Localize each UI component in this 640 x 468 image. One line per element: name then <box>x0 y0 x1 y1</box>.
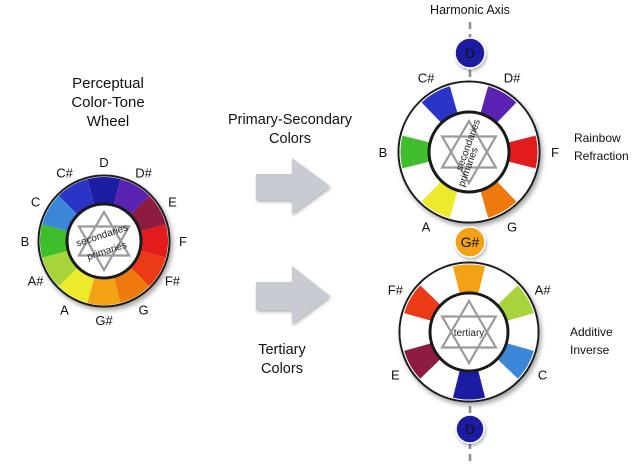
wheel-title-line-1: Perceptual <box>72 75 144 92</box>
rainbow-wheel-hexagram-down-triangle <box>440 135 498 186</box>
main-wheel-segment-g <box>113 267 150 303</box>
main-wheel-segment-d <box>87 177 121 206</box>
tertiary-line-2: Colors <box>261 361 303 377</box>
wheel-title-line-2: Color-Tone <box>71 94 144 111</box>
additive-wheel-label-c: C <box>538 368 547 383</box>
rainbow-wheel-inner-circle <box>427 110 511 194</box>
main-wheel-segment-b <box>39 224 69 258</box>
primary-secondary-line-2: Colors <box>269 131 311 147</box>
main-wheel-segment-d-sharp <box>113 179 150 215</box>
main-wheel-hexagram-up-triangle <box>76 209 132 257</box>
main-wheel-label-a-sharp: A# <box>28 274 45 289</box>
axis-node-label: D <box>465 45 475 61</box>
additive-wheel-label-a-sharp: A# <box>535 283 552 298</box>
rainbow-wheel-label-f: F <box>551 145 559 160</box>
tertiary-line-1: Tertiary <box>258 342 306 358</box>
main-wheel-label-d: D <box>99 155 108 170</box>
rainbow-wheel-label-b: B <box>379 145 388 160</box>
arrow-tertiary <box>256 266 330 324</box>
rainbow-refraction-line-2: Refraction <box>574 149 629 163</box>
additive-inverse-line-1: Additive <box>570 325 613 339</box>
arrow-primary-secondary <box>256 158 330 214</box>
axis-node-3-d: D <box>455 414 485 444</box>
additive-inverse-wheel: tertiary F# E C A# <box>388 261 552 403</box>
rainbow-wheel-label-a: A <box>422 219 431 234</box>
main-wheel-segment-c <box>42 195 78 232</box>
additive-inverse-line-2: Inverse <box>570 343 610 357</box>
main-wheel-segment-a <box>58 267 95 303</box>
main-wheel-label-c-sharp: C# <box>56 166 73 181</box>
rainbow-wheel-label-d-sharp: D# <box>504 71 521 86</box>
main-wheel-label-d-sharp: D# <box>135 166 152 181</box>
additive-wheel-inner-circle <box>428 291 510 373</box>
additive-wheel-hexagram-up-triangle <box>440 298 498 349</box>
main-wheel-label-b: B <box>21 234 30 249</box>
axis-node-label: D <box>465 421 475 437</box>
main-wheel-label-g-sharp: G# <box>95 313 113 328</box>
main-wheel-label-c: C <box>31 195 40 210</box>
axis-node-circle <box>454 226 486 258</box>
main-wheel-segment-f-sharp <box>130 250 166 287</box>
axis-node-circle <box>455 414 485 444</box>
main-wheel-label-e: E <box>168 195 177 210</box>
additive-wheel-hexagram-down-triangle <box>440 315 498 366</box>
main-wheel-label-f-sharp: F# <box>165 274 181 289</box>
axis-node-label: G# <box>461 234 480 250</box>
axis-node-circle <box>454 37 486 69</box>
harmonic-axis-title: Harmonic Axis <box>430 3 510 17</box>
main-wheel-segment-f <box>139 224 169 258</box>
rainbow-wheel-label-g: G <box>507 219 517 234</box>
additive-wheel-label-f-sharp: F# <box>388 283 404 298</box>
main-wheel-segment-a-sharp <box>42 250 78 287</box>
main-wheel-label-f: F <box>179 234 187 249</box>
primary-secondary-line-1: Primary-Secondary <box>228 112 353 128</box>
wheel-title-line-3: Wheel <box>87 113 130 130</box>
harmonic-axis-nodes: D G# D <box>454 37 486 444</box>
main-wheel-label-g: G <box>138 302 148 317</box>
main-wheel-label-a: A <box>60 302 69 317</box>
main-wheel-segment-g-sharp <box>87 276 121 305</box>
additive-wheel-tertiary-label: tertiary <box>454 328 485 339</box>
main-wheel-hexagram-down-triangle <box>76 225 132 273</box>
main-wheel-inner-circle <box>65 202 143 280</box>
axis-node-1-d: D <box>454 37 486 69</box>
rainbow-refraction-line-1: Rainbow <box>574 131 621 145</box>
additive-wheel-label-e: E <box>391 368 400 383</box>
main-wheel-segment-e <box>130 195 166 232</box>
rainbow-wheel-label-c-sharp: C# <box>418 71 435 86</box>
axis-node-2-g-sharp: G# <box>454 226 486 258</box>
main-wheel-segment-c-sharp <box>58 179 95 215</box>
rainbow-wheel-hexagram-up-triangle <box>440 118 498 169</box>
